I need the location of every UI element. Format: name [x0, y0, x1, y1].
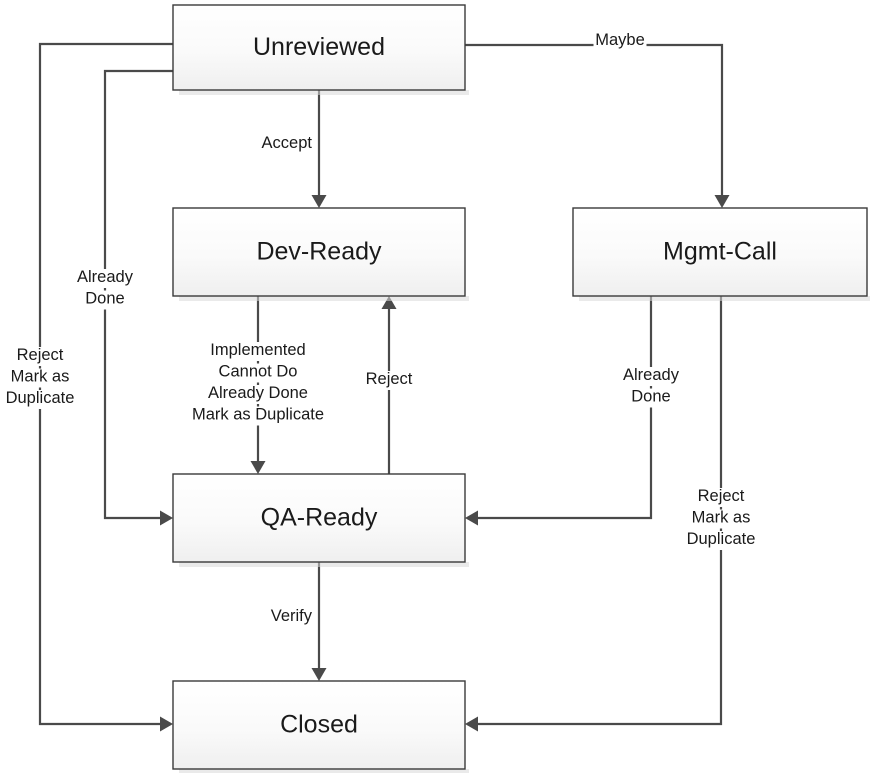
label-mask [179, 406, 337, 426]
edge-dev_to_qa [250, 296, 266, 474]
label-mask [615, 367, 687, 386]
edge-path-mgmt_reject [467, 296, 723, 726]
label-mask [201, 385, 315, 404]
label-mask [82, 290, 128, 310]
label-mask [685, 509, 757, 529]
label-mask [628, 388, 674, 408]
edge-label-text: Verify [271, 607, 313, 625]
edge-label-maybe: Maybe [593, 31, 647, 51]
arrowhead-dev_to_qa [250, 461, 266, 474]
node-label: Mgmt-Call [663, 238, 777, 266]
edge-label-text: Accept [262, 134, 313, 152]
node-mgmt_call[interactable]: Mgmt-Call [572, 207, 870, 301]
node-qa_ready[interactable]: QA-Ready [172, 473, 469, 567]
edge-path-mgmt_already_done [467, 296, 653, 520]
node-dev_ready[interactable]: Dev-Ready [172, 207, 469, 301]
edge-label-text: Already [623, 366, 680, 384]
edge-label-text: Mark as Duplicate [192, 406, 324, 424]
node-label: Unreviewed [253, 33, 385, 61]
arrowhead-mgmt_already_done [465, 510, 478, 526]
label-mask [677, 531, 765, 550]
edge-label-text: Mark as [692, 509, 751, 527]
edge-path-maybe [465, 43, 724, 206]
node-box[interactable] [172, 680, 466, 770]
arrowhead-unreviewed_already_done [160, 510, 173, 526]
edge-label-verify: Verify [254, 607, 316, 627]
edge-verify [311, 562, 327, 681]
node-label: Dev-Ready [256, 238, 382, 266]
node-shadow [179, 562, 469, 567]
arrowhead-mgmt_reject [465, 716, 478, 732]
edge-label-text: Cannot Do [219, 363, 298, 381]
edge-accept [311, 90, 327, 208]
edge-label-text: Already [77, 268, 134, 286]
edge-label-text: Duplicate [6, 389, 75, 407]
edge-label-text: Mark as [11, 368, 70, 386]
arrowhead-qa_reject_dev [381, 296, 397, 309]
node-shadow [179, 769, 469, 773]
label-mask [690, 488, 752, 507]
node-closed[interactable]: Closed [172, 680, 469, 773]
edge-label-text: Reject [366, 370, 413, 388]
label-mask [214, 363, 302, 383]
label-mask [4, 368, 76, 388]
arrowhead-verify [311, 668, 327, 681]
edge-label-text: Reject [17, 346, 64, 364]
label-mask [9, 347, 71, 366]
edge-unreviewed_reject [38, 42, 173, 732]
arrowhead-accept [311, 195, 327, 208]
edge-label-accept: Accept [254, 134, 316, 154]
arrowhead-unreviewed_reject [160, 716, 173, 732]
node-box[interactable] [572, 207, 868, 297]
label-mask [593, 32, 647, 51]
edge-maybe [465, 43, 730, 208]
edge-label-text: Already Done [208, 384, 308, 402]
node-box[interactable] [172, 473, 466, 563]
node-shadow [179, 296, 469, 301]
label-mask [254, 135, 316, 154]
label-mask [0, 390, 84, 409]
edge-label-text: Done [85, 290, 124, 308]
edge-label-qa_reject_dev: Reject [358, 370, 420, 390]
node-box[interactable] [172, 4, 466, 91]
node-label: Closed [280, 711, 358, 739]
node-box[interactable] [172, 207, 466, 297]
label-mask [69, 269, 141, 288]
edge-mgmt_reject [465, 296, 723, 732]
edge-label-text: Implemented [210, 341, 305, 359]
label-mask [205, 342, 311, 361]
label-mask [254, 608, 316, 627]
edge-label-text: Reject [698, 487, 745, 505]
edge-mgmt_already_done [465, 296, 653, 526]
arrowhead-maybe [714, 195, 730, 208]
edge-label-text: Duplicate [687, 530, 756, 548]
label-mask [358, 371, 420, 390]
edge-label-text: Done [631, 388, 670, 406]
node-label: QA-Ready [261, 504, 378, 532]
edge-label-text: Maybe [595, 31, 645, 49]
node-shadow [179, 90, 469, 95]
node-shadow [579, 296, 870, 301]
node-unreviewed[interactable]: Unreviewed [172, 4, 469, 95]
